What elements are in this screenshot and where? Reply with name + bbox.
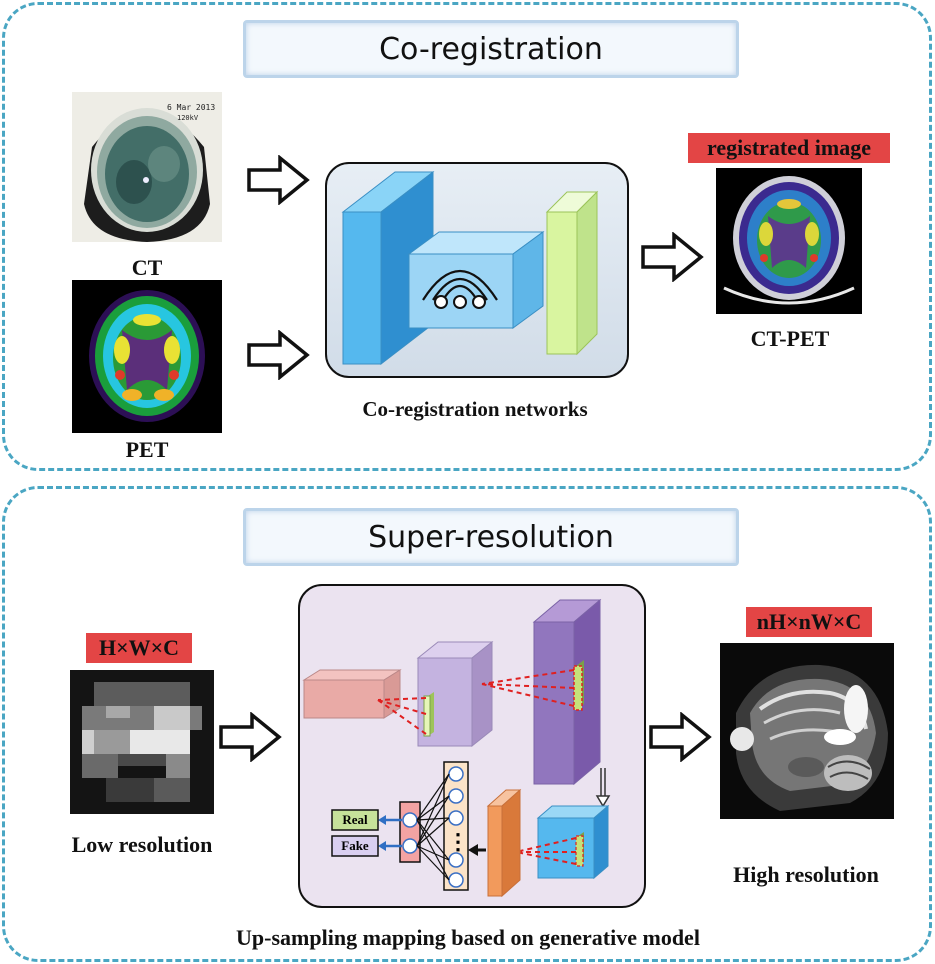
arrow-right-icon (247, 155, 310, 205)
real-label: Real (342, 812, 368, 827)
arrow-right-icon (219, 712, 282, 762)
ct-pet-label: CT-PET (750, 326, 830, 351)
arrow-right-icon (641, 232, 704, 282)
low-resolution-label: Low resolution (71, 832, 213, 857)
pet-image (72, 280, 222, 433)
coregistration-network-caption: Co-registration networks (362, 397, 588, 421)
coregistration-network-diagram (341, 170, 599, 366)
ct-pet-image (716, 168, 862, 314)
registrated-image-tag: registrated image (688, 133, 890, 163)
coregistration-title: Co-registration (243, 20, 739, 78)
input-size-tag: H×W×C (86, 633, 192, 663)
output-size-tag: nH×nW×C (746, 607, 872, 637)
svg-text:6 Mar 2013: 6 Mar 2013 (167, 103, 215, 112)
ct-label: CT (131, 255, 163, 280)
ellipsis-dots: ⋮ (447, 829, 469, 854)
low-resolution-image (70, 670, 214, 814)
generative-network-caption: Up-sampling mapping based on generative … (236, 925, 700, 950)
high-resolution-label: High resolution (733, 862, 879, 887)
arrow-right-icon (247, 330, 310, 380)
superresolution-title: Super-resolution (243, 508, 739, 566)
ct-image: 6 Mar 2013 120kV (72, 92, 222, 242)
pet-label: PET (125, 437, 169, 462)
svg-text:120kV: 120kV (177, 114, 199, 122)
fake-label: Fake (341, 838, 369, 853)
generative-network-diagram (302, 598, 611, 898)
arrow-right-icon (649, 712, 712, 762)
high-resolution-image (720, 643, 894, 819)
